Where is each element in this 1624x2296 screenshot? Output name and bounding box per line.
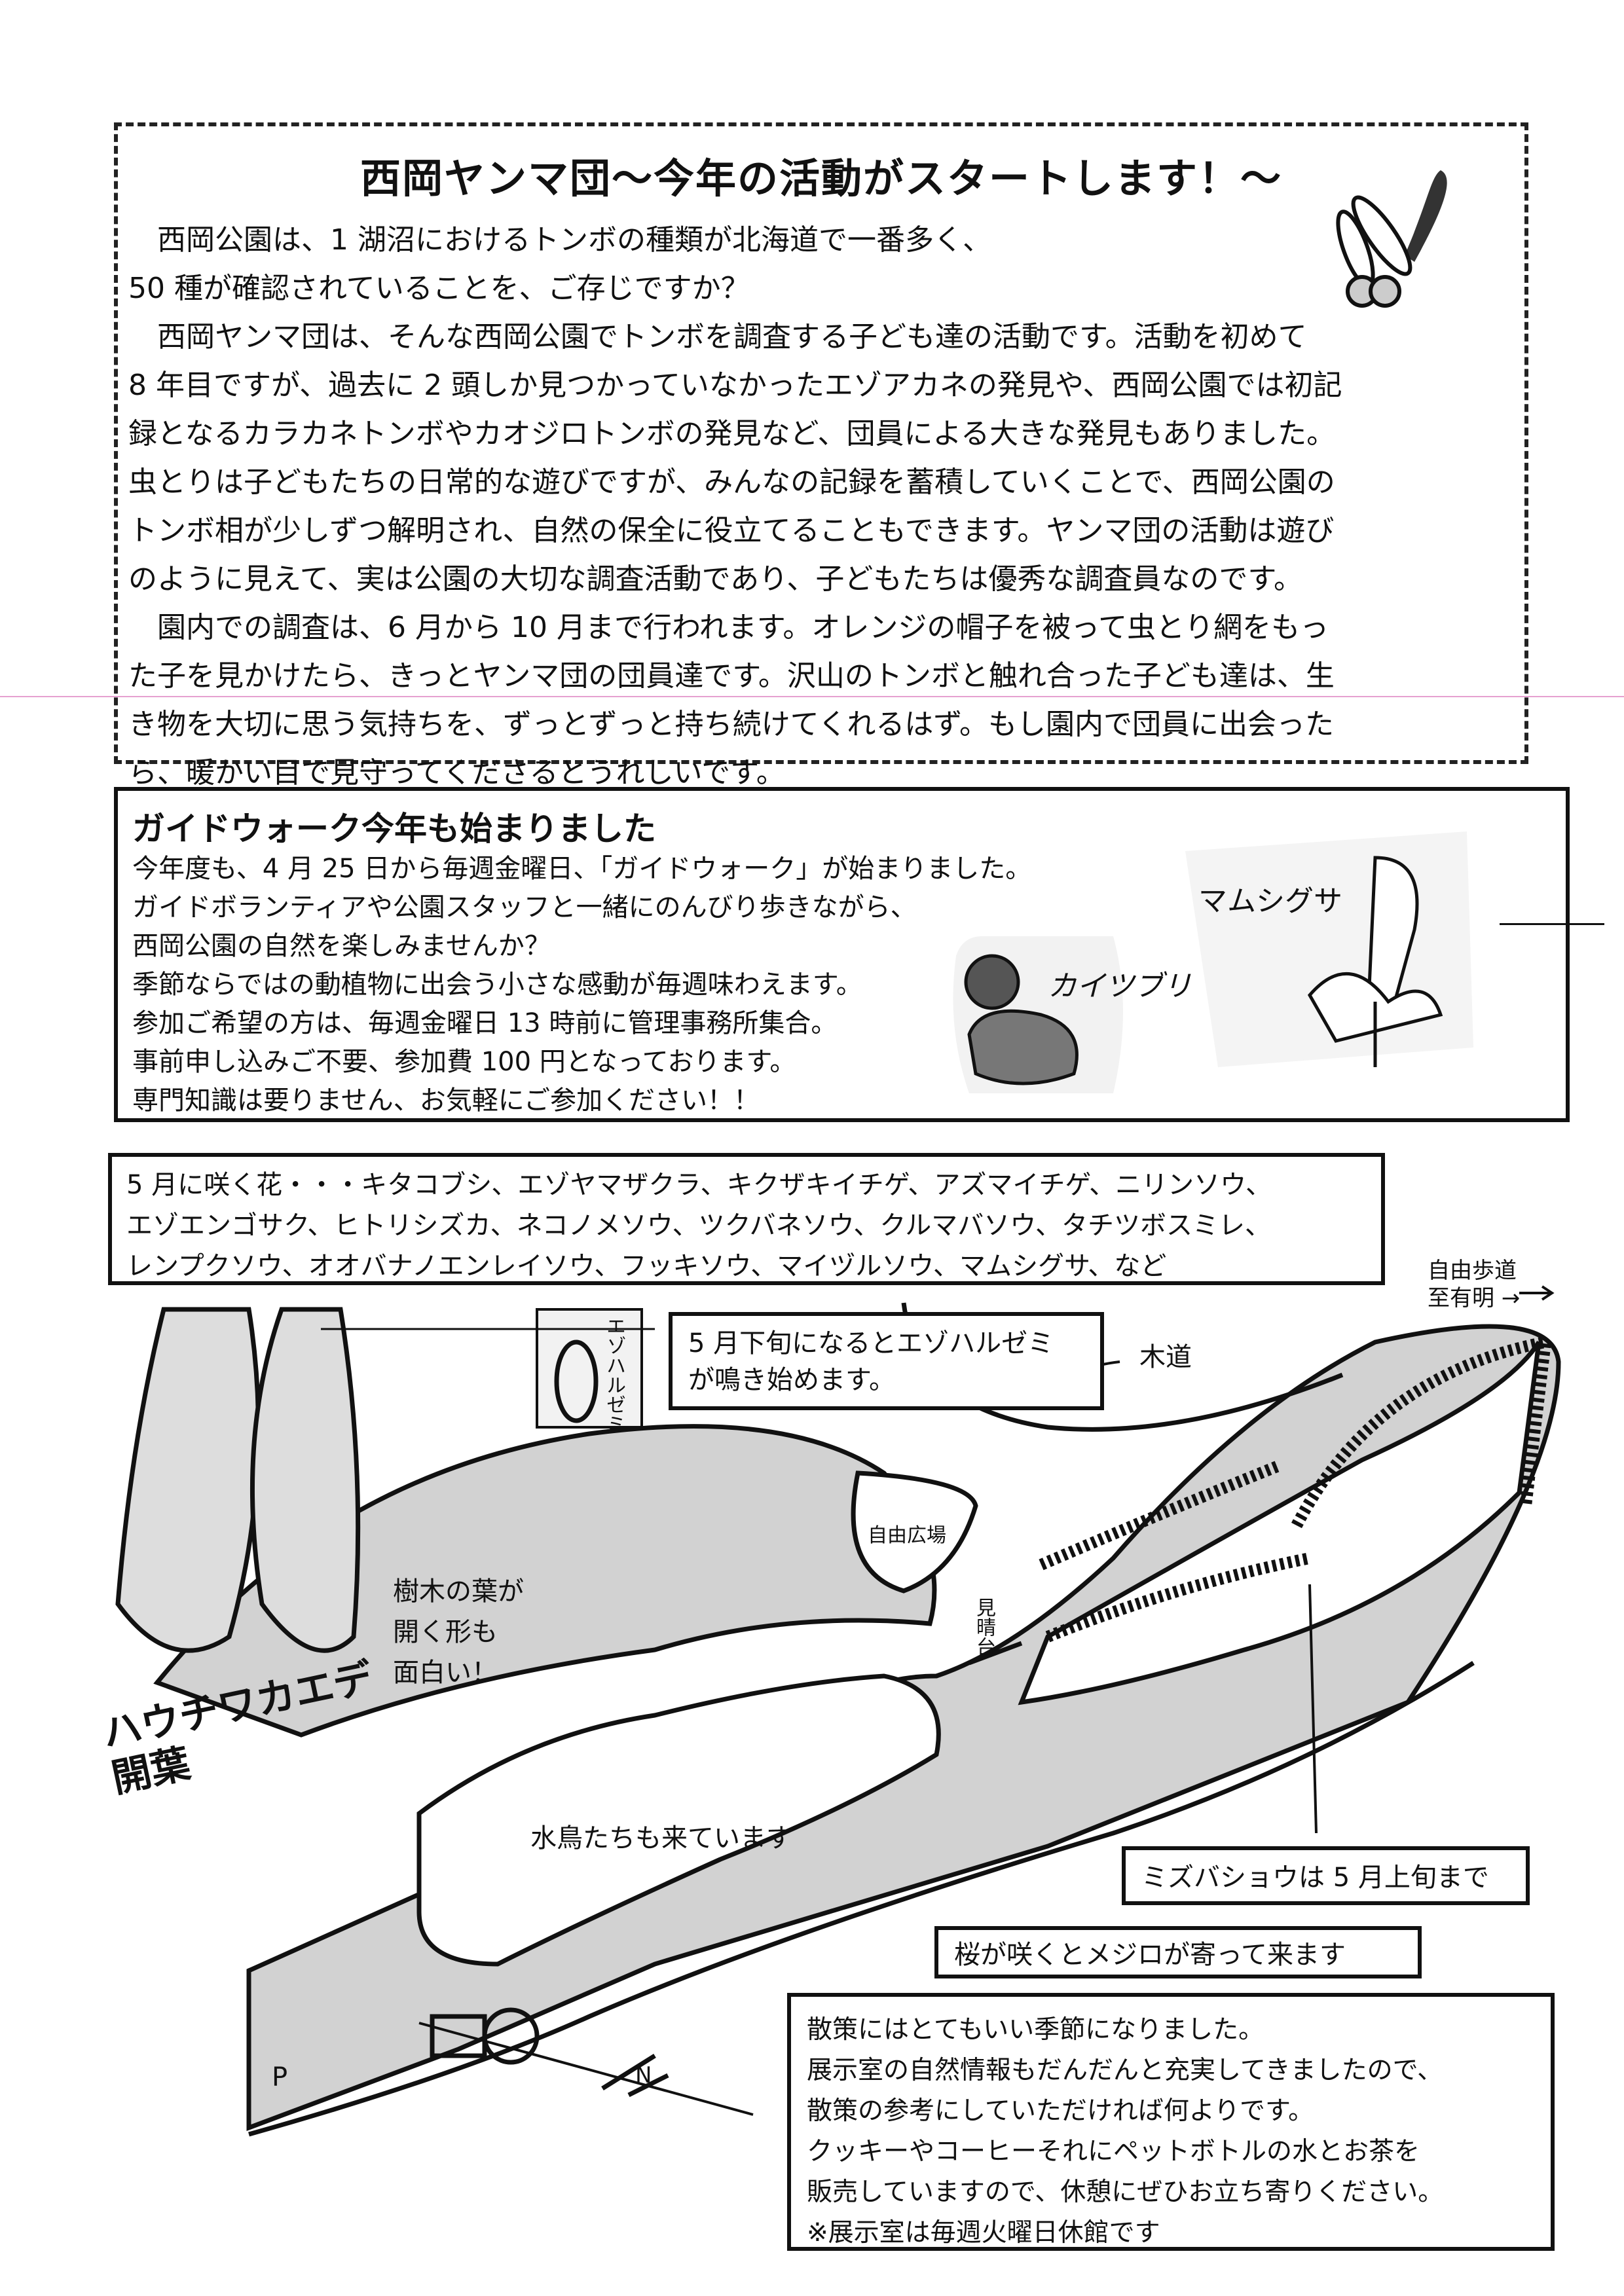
note-line: 散策の参考にしていただければ何よりです。 [807,2096,1314,2126]
boardwalk-label: 木道 [1139,1342,1192,1372]
north-label: N [635,2062,652,2088]
paragraph-line: 参加ご希望の方は、毎週金曜日 13 時前に管理事務所集合。 [132,1008,838,1038]
paragraph-line: 専門知識は要りません、お気軽にご参加ください！！ [132,1085,760,1116]
note-line: 面白い！ [393,1658,498,1688]
note-text: ミズバショウは 5 月上旬まで [1141,1863,1489,1893]
flowers-line: エゾエンゴサク、ヒトリシズカ、ネコノメソウ、ツクバネソウ、クルマバソウ、タチツボ… [126,1211,1271,1241]
note-line: が鳴き始めます。 [688,1365,895,1395]
flowers-line: 5 月に咲く花・・・キタコブシ、エゾヤマザクラ、キクザキイチゲ、アズマイチゲ、ニ… [126,1170,1272,1200]
flowers-line: レンプクソウ、オオバナノエンレイソウ、フッキソウ、マイヅルソウ、マムシグサ、など [126,1251,1167,1281]
dragonfly-icon [1336,170,1447,308]
paragraph-line: 西岡ヤンマ団は、そんな西岡公園でトンボを調査する子ども達の活動です。活動を初めて [128,320,1307,354]
paragraph-line: 8 年目ですが、過去に 2 頭しか見つかっていなかったエゾアカネの発見や、西岡公… [128,369,1342,402]
paragraph-line: ガイドボランティアや公園スタッフと一緒にのんびり歩きながら、 [132,892,917,922]
paragraph-line: 事前申し込みご不要、参加費 100 円となっております。 [132,1047,796,1077]
waterbird-note: 水鳥たちも来ています [530,1823,792,1853]
note-line: クッキーやコーヒーそれにペットボトルの水とお茶を [807,2137,1420,2166]
cicada-drawing-label: エゾハルゼミ [602,1316,625,1434]
plaza-label: 自由広場 [868,1524,946,1547]
note-text: 桜が咲くとメジロが寄って来ます [954,1940,1346,1970]
sakura-note-box: 桜が咲くとメジロが寄って来ます [934,1926,1422,1978]
yanma-section-frame [114,122,1528,764]
grebe-label: カイツブリ [1048,970,1192,1003]
note-line: 販売していますので、休憩にぜひお立ち寄りください。 [807,2178,1444,2207]
guide-walk-body: 今年度も、4 月 25 日から毎週金曜日、「ガイドウォーク」が始まりました。 ガ… [132,850,1031,1120]
note-line: 展示室の自然情報もだんだんと充実してきましたので、 [807,2056,1443,2085]
paragraph-line: 季節ならではの動植物に出会う小さな感動が毎週味わえます。 [132,970,862,1000]
guide-walk-title: ガイドウォーク今年も始まりました [132,810,656,848]
note-line: 5 月下旬になるとエゾハルゼミ [688,1328,1054,1358]
grebe-illustration-icon [953,936,1123,1093]
paragraph-line: 虫とりは子どもたちの日常的な遊びですが、みんなの記録を蓄積していくことで、西岡公… [128,465,1335,499]
paragraph-line: のように見えて、実は公園の大切な調査活動であり、子どもたちは優秀な調査員なのです… [128,562,1302,596]
paragraph-line: 50 種が確認されていることを、ご存じですか？ [128,272,750,305]
cicada-note-box: 5 月下旬になるとエゾハルゼミ が鳴き始めます。 [669,1312,1104,1410]
leader-line [1500,923,1604,925]
yanma-title: 西岡ヤンマ団～今年の活動がスタートします！～ [360,155,1282,202]
scan-artifact-line [0,696,1624,697]
trail-name: 自由歩道 [1428,1258,1517,1284]
note-line: 樹木の葉が [393,1576,524,1607]
paragraph-line: 録となるカラカネトンボやカオジロトンボの発見など、団員による大きな発見もありまし… [128,417,1336,450]
trail-label: 自由歩道 至有明 → [1428,1257,1520,1312]
trail-direction: 至有明 → [1428,1285,1521,1311]
paragraph-line: 園内での調査は、6 月から 10 月まで行われます。オレンジの帽子を被って虫とり… [128,611,1329,644]
note-line: ※展示室は毎週火曜日休館です [807,2218,1160,2248]
mizubasho-note-box: ミズバショウは 5 月上旬まで [1122,1846,1530,1905]
note-line: 開く形も [393,1617,498,1647]
note-line: 散策にはとてもいい季節になりました。 [807,2015,1264,2045]
paragraph-line: 西岡公園は、1 湖沼におけるトンボの種類が北海道で一番多く、 [128,223,991,257]
mamushigusa-illustration-icon [1185,831,1473,1067]
yanma-body: 西岡公園は、1 湖沼におけるトンボの種類が北海道で一番多く、 50 種が確認され… [128,216,1510,797]
paragraph-line: た子を見かけたら、きっとヤンマ団の団員達です。沢山のトンボと触れ合った子ども達は… [128,659,1335,693]
may-flowers-box: 5 月に咲く花・・・キタコブシ、エゾヤマザクラ、キクザキイチゲ、アズマイチゲ、ニ… [108,1153,1385,1285]
leaf-note: 樹木の葉が 開く形も 面白い！ [393,1571,524,1693]
paragraph-line: 今年度も、4 月 25 日から毎週金曜日、「ガイドウォーク」が始まりました。 [132,854,1032,884]
paragraph-line: トンボ相が少しずつ解明され、自然の保全に役立てることもできます。ヤンマ団の活動は… [128,514,1335,547]
mamushigusa-label: マムシグサ [1198,884,1342,918]
paragraph-line: き物を大切に思う気持ちを、ずっとずっと持ち続けてくれるはず。もし園内で団員に出会… [128,708,1334,741]
exhibition-note-box: 散策にはとてもいい季節になりました。 展示室の自然情報もだんだんと充実してきまし… [787,1993,1555,2251]
paragraph-line: ら、暖かい目で見守ってくださるとうれしいです。 [128,756,785,790]
lookout-label: 見晴台 [972,1597,995,1656]
paragraph-line: 西岡公園の自然を楽しみませんか？ [132,931,551,961]
park-map [115,1285,1561,2137]
parking-label: P [272,2062,288,2092]
